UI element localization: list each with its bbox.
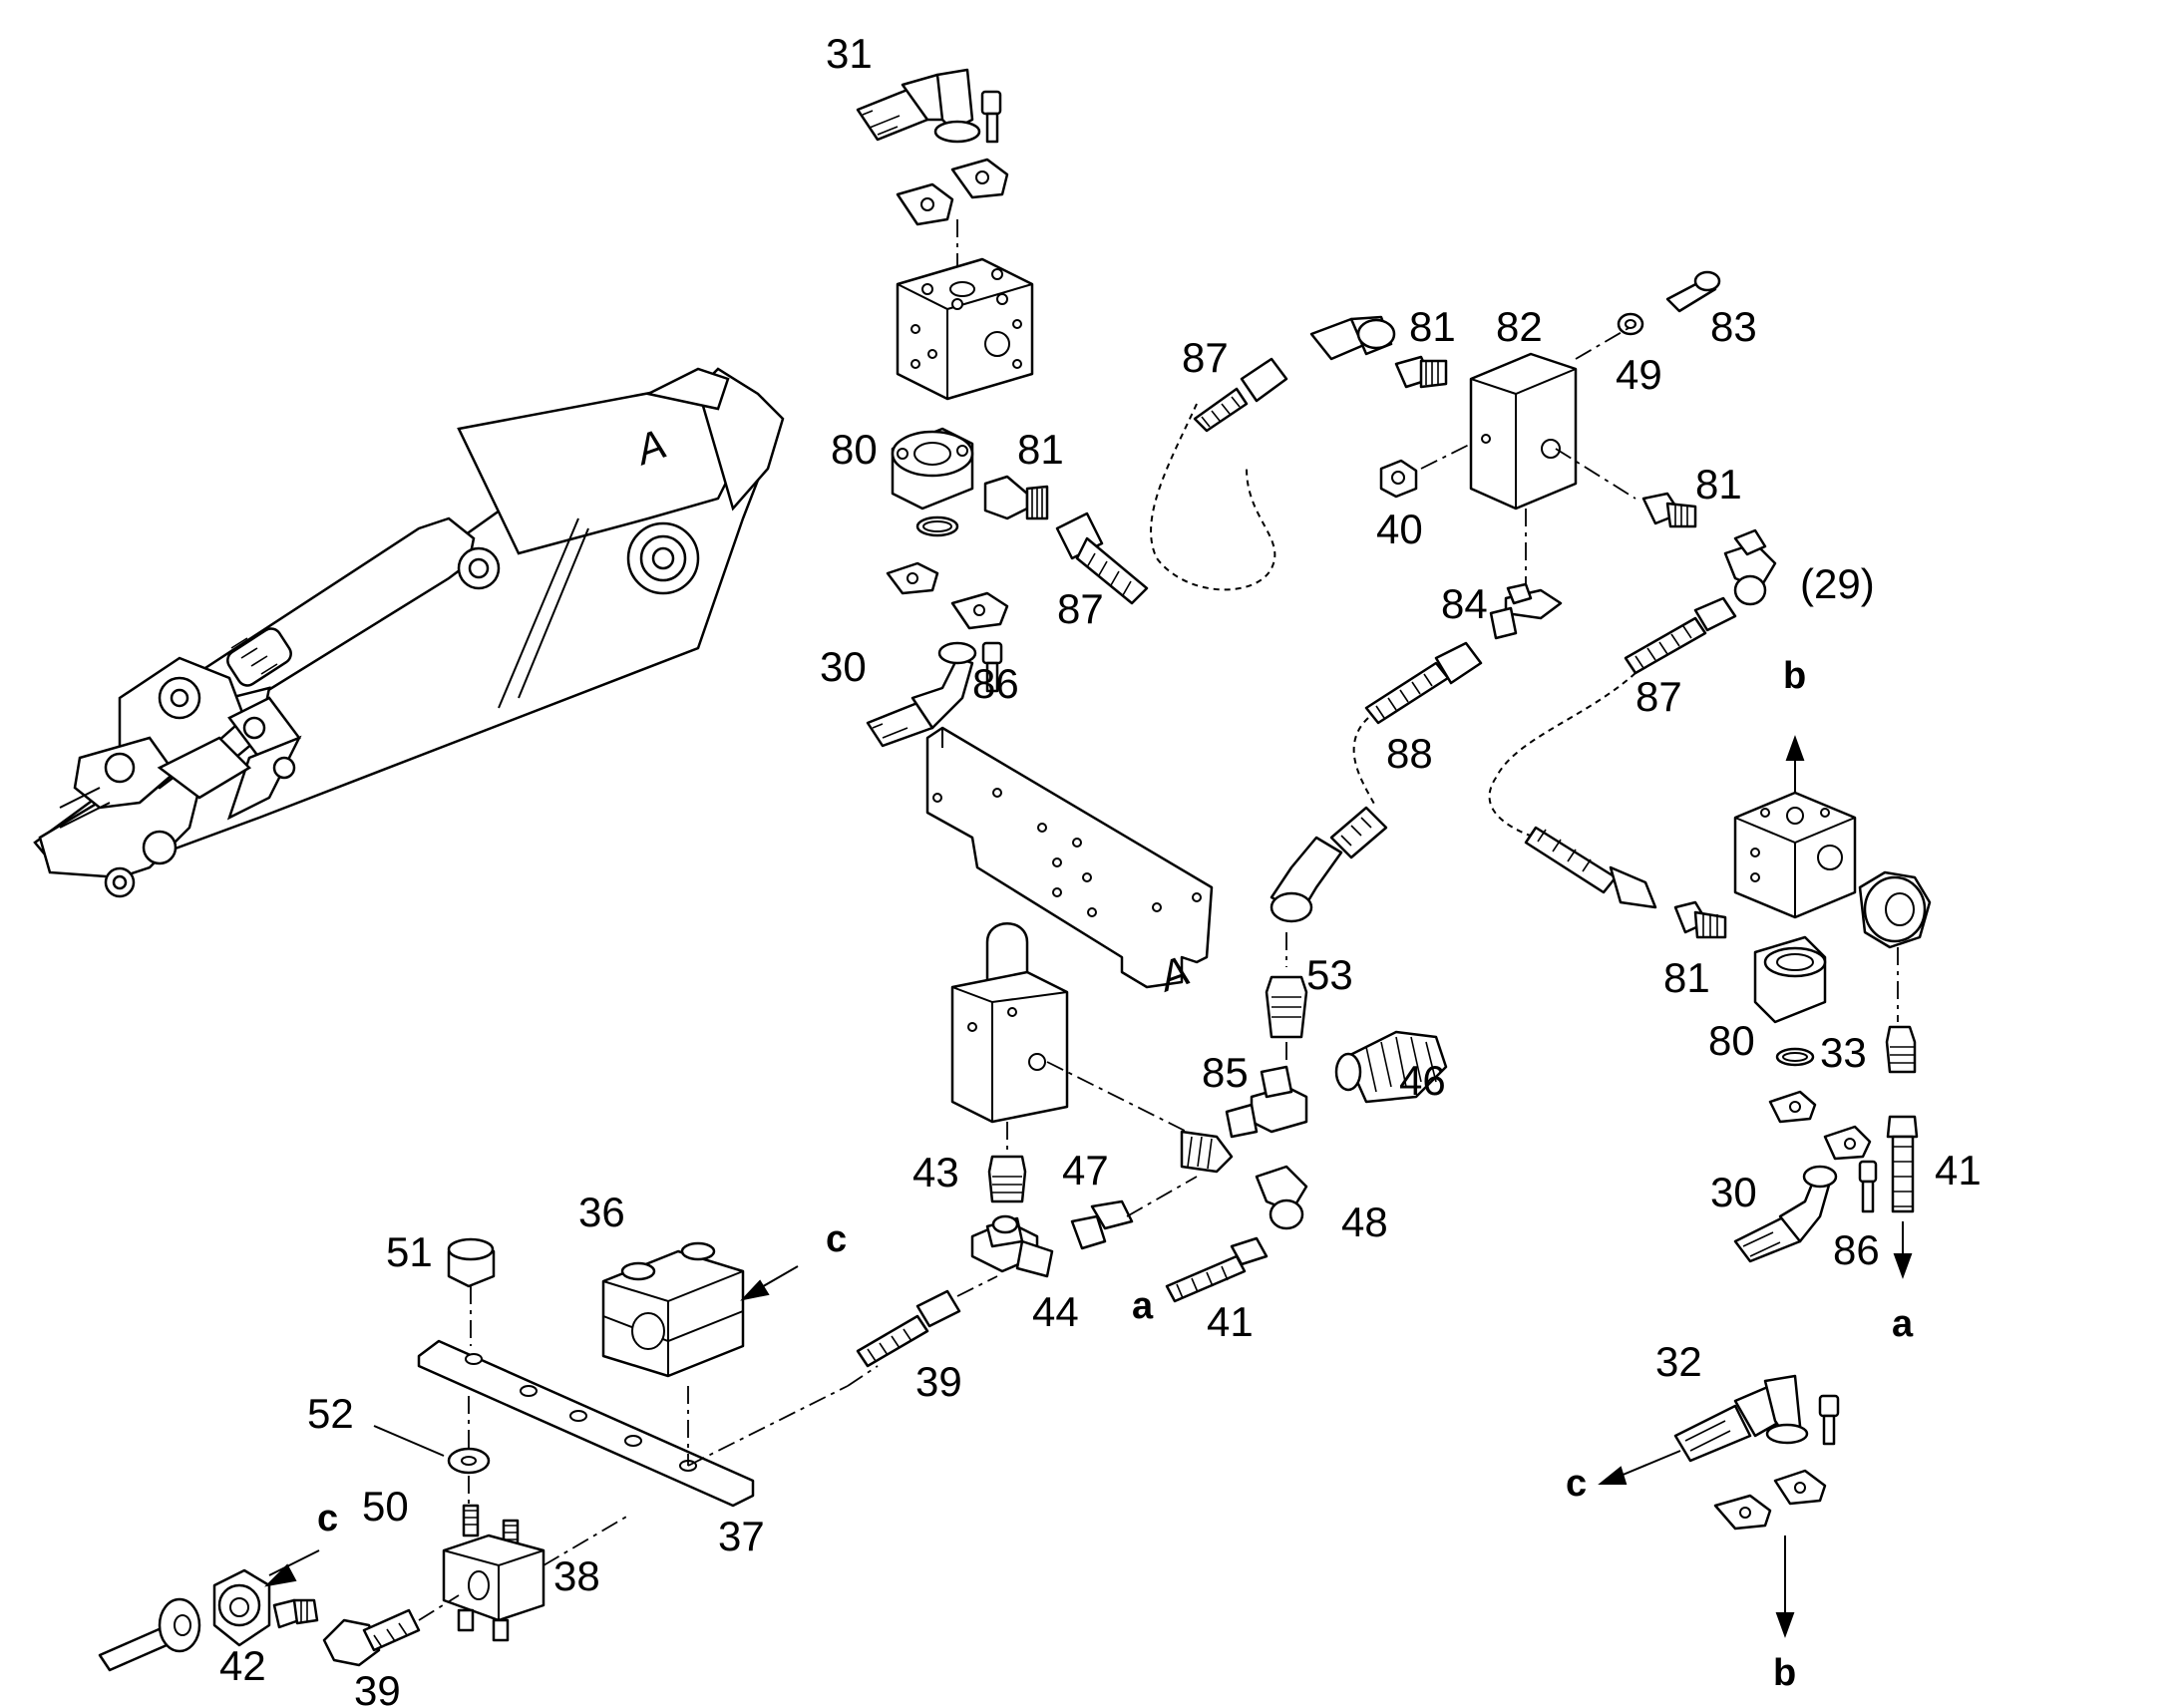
callout-labels: 31 87 81 82 49 83 80 81 40 81 (29) 87 84… bbox=[219, 30, 1982, 1708]
callout-83: 83 bbox=[1710, 303, 1757, 350]
callout-38: 38 bbox=[553, 1552, 600, 1599]
callout-41-right: 41 bbox=[1935, 1147, 1982, 1194]
right-flange-group bbox=[1524, 735, 1932, 1279]
connector-a-right: a bbox=[1892, 1303, 1914, 1345]
callout-33: 33 bbox=[1820, 1029, 1867, 1076]
connector-b-top: b bbox=[1783, 655, 1806, 697]
callout-80-top: 80 bbox=[831, 426, 878, 473]
callout-87-left: 87 bbox=[1057, 585, 1104, 632]
connector-c-right: c bbox=[1566, 1463, 1587, 1505]
callout-81-top: 81 bbox=[1409, 303, 1456, 350]
callout-47: 47 bbox=[1062, 1147, 1109, 1194]
callout-39-lower: 39 bbox=[354, 1667, 401, 1708]
boom-assembly: A bbox=[33, 367, 785, 898]
hose-88 bbox=[1352, 717, 1377, 809]
callout-51: 51 bbox=[386, 1228, 433, 1275]
callout-36: 36 bbox=[578, 1189, 625, 1235]
callout-81-left: 81 bbox=[1017, 426, 1064, 473]
connector-b-bottom: b bbox=[1773, 1652, 1796, 1694]
connector-labels: b a a c c c b b bbox=[317, 655, 1914, 1694]
callout-43: 43 bbox=[912, 1149, 959, 1196]
center-mount-group: A bbox=[856, 726, 1448, 1368]
callout-80-right: 80 bbox=[1708, 1017, 1755, 1064]
callout-44: 44 bbox=[1032, 1288, 1079, 1335]
connector-c-lower: c bbox=[317, 1498, 338, 1539]
callout-86-top: 86 bbox=[972, 660, 1019, 707]
callout-84: 84 bbox=[1441, 580, 1488, 627]
callout-46: 46 bbox=[1399, 1057, 1446, 1104]
callout-31: 31 bbox=[826, 30, 873, 77]
connector-c-upper: c bbox=[826, 1218, 847, 1260]
hose-87-upper bbox=[1150, 403, 1276, 591]
callout-87-right: 87 bbox=[1635, 673, 1682, 720]
callout-30-top: 30 bbox=[820, 643, 867, 690]
callout-50: 50 bbox=[362, 1483, 409, 1530]
callout-85: 85 bbox=[1202, 1049, 1249, 1096]
callout-48: 48 bbox=[1341, 1198, 1388, 1245]
hose-87-right bbox=[1488, 672, 1636, 839]
callout-81-lower: 81 bbox=[1663, 954, 1710, 1001]
callout-82: 82 bbox=[1496, 303, 1543, 350]
callout-42: 42 bbox=[219, 1642, 266, 1689]
callout-52: 52 bbox=[307, 1390, 354, 1437]
upper-right-block-group bbox=[1193, 270, 1777, 725]
part-32-group bbox=[1598, 1374, 1840, 1638]
callout-53: 53 bbox=[1306, 951, 1353, 998]
callout-87-top: 87 bbox=[1182, 334, 1229, 381]
connector-a-center: a bbox=[1132, 1285, 1154, 1327]
lower-clamp-group bbox=[98, 1237, 879, 1672]
callout-29: (29) bbox=[1800, 560, 1875, 607]
upper-flange-group bbox=[856, 68, 1149, 748]
callout-81-right: 81 bbox=[1695, 461, 1742, 508]
callout-37: 37 bbox=[718, 1513, 765, 1559]
callout-40: 40 bbox=[1376, 506, 1423, 552]
callout-32: 32 bbox=[1655, 1338, 1702, 1385]
callout-30-right: 30 bbox=[1710, 1169, 1757, 1215]
callout-41-center: 41 bbox=[1207, 1298, 1254, 1345]
callout-49: 49 bbox=[1616, 351, 1662, 398]
callout-39-upper: 39 bbox=[915, 1358, 962, 1405]
callout-86-right: 86 bbox=[1833, 1226, 1880, 1273]
callout-88: 88 bbox=[1386, 730, 1433, 777]
